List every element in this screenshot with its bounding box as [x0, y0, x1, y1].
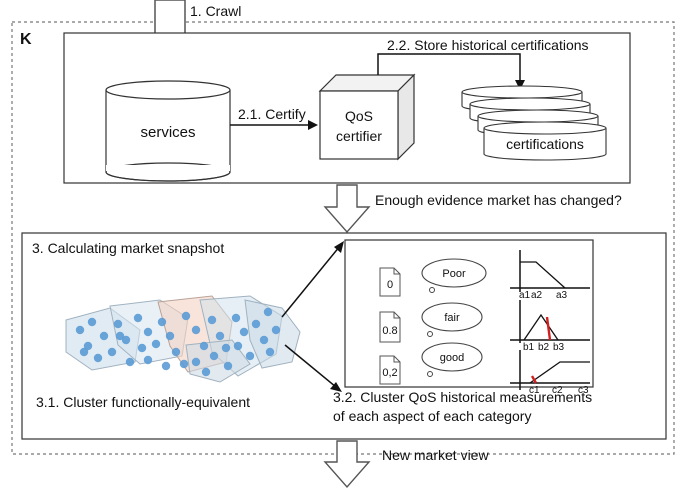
cluster-point: [233, 341, 243, 351]
plot-b-tick-1: b1: [523, 342, 535, 353]
cluster-point: [171, 347, 181, 357]
cluster-point: [231, 313, 241, 323]
membership-plot-c: [510, 350, 590, 390]
cloud-icon: [421, 342, 483, 377]
cluster-point: [143, 327, 153, 337]
cluster-qos-label-line2: of each aspect of each category: [333, 408, 531, 424]
cluster-point: [207, 315, 217, 325]
cluster-point: [93, 353, 103, 363]
qos-label-line2: certifier: [336, 128, 382, 144]
doc-value-3: 0,2: [382, 367, 397, 379]
cloud-icon: [421, 258, 487, 293]
doc-value-1: 0: [387, 279, 393, 291]
certifications-stack: [461, 85, 607, 161]
cluster-point: [209, 351, 219, 361]
plot-b-highlight: [545, 316, 552, 341]
k-label: K: [20, 31, 32, 48]
evidence-question: Enough evidence market has changed?: [375, 192, 622, 208]
document-icon: [379, 355, 401, 385]
cluster-point: [133, 313, 143, 323]
plot-a-tick-3: a3: [556, 290, 568, 301]
new-market-view-label: New market view: [382, 447, 489, 463]
cluster-point: [121, 335, 131, 345]
cluster-point: [265, 347, 275, 357]
membership-plot-b: [510, 300, 590, 343]
cloud-label-fair: fair: [444, 312, 460, 324]
arrow-to-inner-bottom: [284, 344, 337, 388]
cluster-point: [263, 307, 273, 317]
arrow-to-inner-top: [281, 245, 341, 318]
cluster-point: [191, 325, 201, 335]
cluster-illustration: [65, 295, 301, 383]
store-arrow: [377, 53, 521, 84]
cluster-point: [259, 335, 269, 345]
crawl-label: 1. Crawl: [190, 3, 241, 19]
cluster-point: [107, 347, 117, 357]
document-icon: [379, 311, 401, 343]
cluster-point: [191, 357, 201, 367]
cluster-point: [179, 359, 189, 369]
membership-plot-a: [510, 250, 590, 292]
qos-label-line1: QoS: [345, 108, 373, 124]
plot-a-tick-2: a2: [531, 290, 543, 301]
cluster-point: [215, 331, 225, 341]
doc-value-2: 0.8: [382, 325, 397, 337]
cluster-point: [75, 325, 85, 335]
cluster-point: [245, 351, 255, 361]
cluster-point: [143, 355, 153, 365]
cluster-point: [151, 339, 161, 349]
cluster-point: [271, 325, 281, 335]
plot-b-tick-2: b2: [538, 342, 550, 353]
plot-c-tick-2: c2: [552, 385, 563, 396]
cluster-point: [83, 341, 93, 351]
services-label: services: [140, 124, 195, 141]
cluster-point: [87, 317, 97, 327]
plot-a-tick-1: a1: [519, 290, 531, 301]
new-market-arrow: [323, 440, 371, 489]
cluster-point: [161, 361, 171, 371]
plot-c-tick-3: c3: [578, 385, 589, 396]
cluster-point: [125, 357, 135, 367]
certifications-label: certifications: [506, 136, 584, 152]
cluster-point: [221, 343, 231, 353]
cloud-label-poor: Poor: [442, 268, 466, 280]
plot-c-tick-1: c1: [529, 385, 540, 396]
cluster-point: [239, 327, 249, 337]
cluster-functional-label: 3.1. Cluster functionally-equivalent: [36, 394, 250, 410]
cluster-point: [165, 331, 175, 341]
cluster-point: [115, 331, 125, 341]
cluster-qos-label-line1: 3.2. Cluster QoS historical measurements: [333, 389, 592, 405]
services-cylinder: [105, 80, 231, 182]
cluster-point: [137, 343, 147, 353]
cluster-point: [113, 319, 123, 329]
store-label: 2.2. Store historical certifications: [387, 37, 589, 53]
cluster-point: [223, 361, 233, 371]
cloud-icon: [421, 302, 483, 337]
document-icon: [379, 267, 401, 297]
evidence-arrow: [323, 184, 371, 234]
cluster-point: [157, 317, 167, 327]
snapshot-title: 3. Calculating market snapshot: [32, 240, 224, 256]
cluster-point: [79, 347, 89, 357]
cluster-point: [99, 331, 109, 341]
certify-label: 2.1. Certify: [238, 106, 306, 122]
plot-b-tick-3: b3: [553, 342, 565, 353]
cluster-point: [199, 341, 209, 351]
cluster-point: [201, 367, 211, 377]
cluster-point: [251, 319, 261, 329]
cluster-point: [181, 311, 191, 321]
plot-c-highlight: [530, 375, 538, 384]
qos-certifier-box: [318, 73, 416, 161]
cloud-label-good: good: [440, 352, 464, 364]
